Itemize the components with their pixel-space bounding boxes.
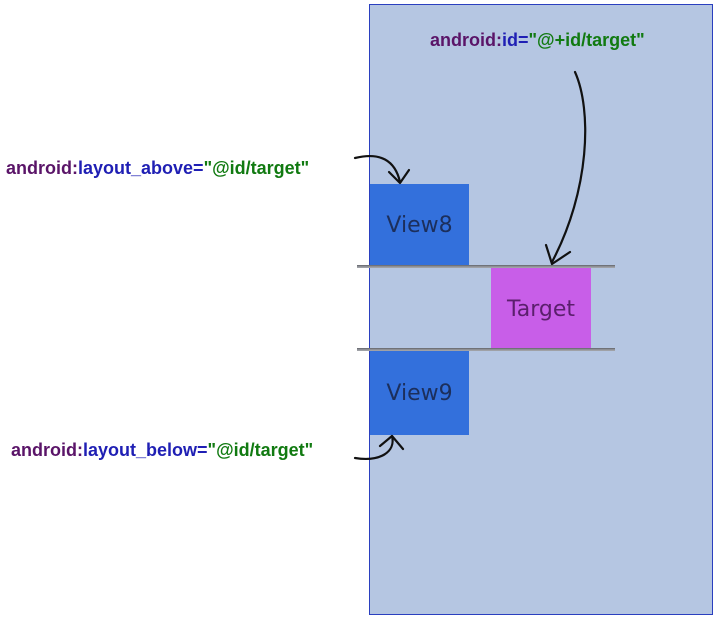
above-attribute: layout_above= [78,158,204,178]
above-namespace: android: [6,158,78,178]
layout-below-label: android:layout_below="@id/target" [11,440,313,461]
id-value: "@+id/target" [528,30,645,50]
below-value: "@id/target" [207,440,314,460]
view8-box: View8 [370,184,469,267]
target-box: Target [491,267,591,351]
below-namespace: android: [11,440,83,460]
target-label: Target [506,296,576,322]
view9-label: View9 [386,380,453,406]
id-attribute-label: android:id="@+id/target" [430,30,645,51]
view8-label: View8 [386,213,453,238]
target-bottom-guide-line [357,348,615,351]
above-value: "@id/target" [203,158,310,178]
layout-above-label: android:layout_above="@id/target" [6,158,309,179]
target-top-guide-line [357,265,615,268]
view9-box: View9 [370,351,469,435]
below-attribute: layout_below= [83,440,208,460]
id-namespace: android: [430,30,502,50]
id-attribute: id= [502,30,529,50]
